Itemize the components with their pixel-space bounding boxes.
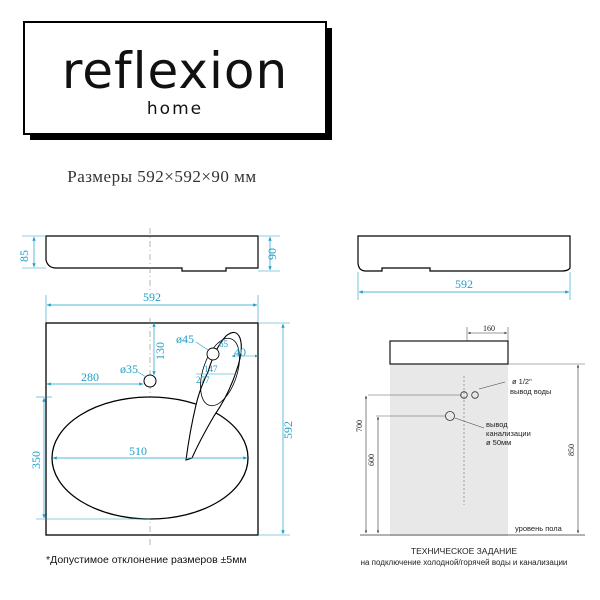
spec-850-label: 850 (567, 444, 576, 456)
top-view: 592 592 280 ø35 130 ø45 65 (29, 290, 295, 545)
spec-700-label: 700 (355, 420, 364, 432)
logo-box (23, 21, 327, 135)
tolerance-note: *Допустимое отклонение размеров ±5мм (46, 554, 247, 566)
bowl-depth-label: 350 (29, 451, 43, 469)
side-width-label: 592 (455, 277, 473, 291)
dim-130-label: 130 (153, 342, 167, 360)
drain-diameter-label: ø35 (120, 362, 138, 376)
tap-hole (206, 347, 220, 361)
dim-147-label: 147 (204, 364, 218, 374)
front-view: 85 90 (17, 228, 280, 292)
top-width-label: 592 (143, 290, 161, 304)
spec-160-label: 160 (483, 324, 495, 333)
tech-spec-diagram: 160 ø 1/2" вывод воды вывод канализации … (355, 324, 585, 567)
brand-logo: reflexion home (23, 21, 332, 140)
drain-label-1: вывод (486, 420, 508, 429)
page-title: Размеры 592×592×90 мм (67, 167, 256, 186)
wall-area (390, 364, 508, 536)
water-label-2: вывод воды (510, 387, 551, 396)
spec-title: ТЕХНИЧЕСКОЕ ЗАДАНИЕ (411, 546, 518, 556)
spec-subtitle: на подключение холодной/горячей воды и к… (361, 558, 568, 567)
top-depth-label: 592 (281, 421, 295, 439)
logo-main-text: reflexion (62, 42, 288, 100)
water-label-1: ø 1/2" (512, 377, 532, 386)
bowl-width-label: 510 (129, 444, 147, 458)
tap-deck (185, 331, 242, 461)
spec-600-label: 600 (367, 454, 376, 466)
drain-hole (143, 374, 157, 388)
water-outlet-right (471, 391, 479, 399)
front-height-left: 85 (17, 250, 31, 262)
front-height-right: 90 (265, 248, 279, 260)
dim-40-label: 40 (234, 345, 246, 359)
drain-offset-label: 280 (81, 370, 99, 384)
dim-277-label: 277 (196, 375, 210, 385)
tap-diameter-label: ø45 (176, 332, 194, 346)
drain-label-2: канализации (486, 429, 531, 438)
drain-label-3: ø 50мм (486, 438, 511, 447)
floor-label: уровень пола (515, 524, 563, 533)
spec-basin (389, 340, 509, 365)
dim-65-label: 65 (219, 339, 229, 349)
side-view: 592 (357, 235, 571, 300)
logo-sub-text: home (147, 99, 203, 119)
